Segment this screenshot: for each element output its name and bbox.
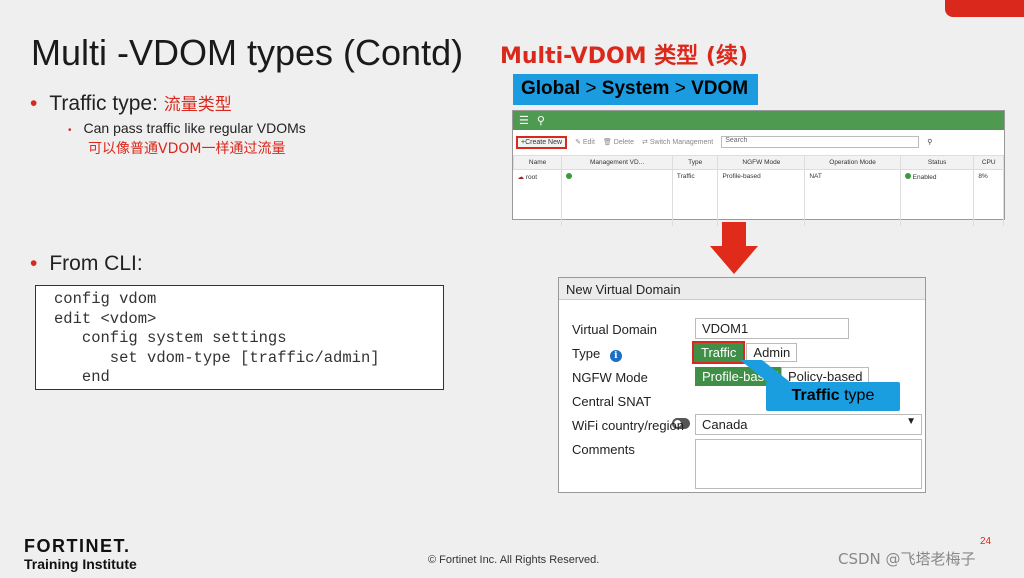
type-traffic-option[interactable]: Traffic bbox=[691, 341, 746, 364]
edit-button[interactable]: ✎ Edit bbox=[575, 139, 595, 146]
gui-toolbar: +Create New ✎ Edit 🗑 Delete ⇄ Switch Man… bbox=[513, 133, 1004, 151]
status-ok-icon bbox=[904, 172, 911, 179]
cell-type: Traffic bbox=[672, 169, 719, 184]
cell-name-text: root bbox=[525, 173, 538, 181]
cell-management bbox=[561, 169, 673, 184]
sub-bullet-cn: 可以像普通VDOM一样通过流量 bbox=[88, 141, 286, 157]
col-status[interactable]: Status bbox=[899, 155, 975, 170]
watermark: CSDN @飞塔老梅子 bbox=[838, 550, 976, 568]
cli-line: set vdom-type [traffic/admin] bbox=[54, 348, 380, 367]
type-label: Type i bbox=[572, 346, 622, 362]
delete-button[interactable]: 🗑 Delete bbox=[602, 139, 635, 146]
dialog-title: New Virtual Domain bbox=[559, 278, 925, 300]
down-arrow-icon bbox=[710, 222, 758, 274]
new-virtual-domain-dialog: New Virtual Domain Virtual Domain VDOM1 … bbox=[558, 277, 926, 493]
cell-operation: NAT bbox=[804, 169, 901, 184]
switch-management-label: Switch Management bbox=[649, 139, 714, 146]
check-icon bbox=[566, 172, 573, 179]
callout-bold: Traffic bbox=[791, 387, 840, 404]
delete-label: Delete bbox=[613, 139, 635, 146]
col-operation[interactable]: Operation Mode bbox=[804, 155, 901, 170]
slide-title-cn: Multi-VDOM 类型 (续) bbox=[500, 44, 748, 69]
page-number: 24 bbox=[980, 536, 992, 547]
corner-tab bbox=[945, 0, 1024, 17]
virtual-domain-input[interactable]: VDOM1 bbox=[695, 318, 849, 339]
cli-line: config system settings bbox=[54, 329, 287, 347]
switch-management-button[interactable]: ⇄ Switch Management bbox=[642, 139, 714, 146]
copyright: © Fortinet Inc. All Rights Reserved. bbox=[428, 554, 600, 566]
training-institute-label: Training Institute bbox=[24, 556, 137, 572]
path-separator: > bbox=[674, 78, 686, 99]
bullet-from-cli: • From CLI: bbox=[30, 252, 143, 276]
type-label-text: Type bbox=[572, 346, 601, 361]
slide-title: Multi -VDOM types (Contd) bbox=[31, 32, 464, 73]
table-empty-space bbox=[513, 183, 1004, 226]
col-ngfw[interactable]: NGFW Mode bbox=[717, 155, 806, 170]
type-admin-option[interactable]: Admin bbox=[746, 343, 798, 362]
cell-ngfw: Profile-based bbox=[717, 169, 806, 184]
cell-status-text: Enabled bbox=[912, 173, 937, 181]
create-new-button[interactable]: +Create New bbox=[516, 135, 568, 149]
cell-status: Enabled bbox=[900, 169, 975, 184]
gui-path-banner: Global > System > VDOM bbox=[513, 74, 758, 105]
central-snat-toggle[interactable] bbox=[672, 418, 690, 429]
path-separator: > bbox=[585, 78, 597, 99]
traffic-type-callout: Traffic type bbox=[766, 382, 900, 411]
table-row[interactable]: ☁ root Traffic Profile-based NAT Enabled… bbox=[513, 169, 1004, 184]
vdom-list-panel: ☰ ⚲ +Create New ✎ Edit 🗑 Delete ⇄ Switch… bbox=[512, 110, 1005, 226]
chevron-down-icon: ▼ bbox=[906, 416, 916, 427]
sub-bullet: • Can pass traffic like regular VDOMs bbox=[68, 120, 306, 136]
cli-line: edit <vdom> bbox=[54, 309, 157, 328]
sub-bullet-text: Can pass traffic like regular VDOMs bbox=[83, 120, 306, 136]
cli-line: end bbox=[54, 368, 110, 386]
table-header-row: Name Management VD... Type NGFW Mode Ope… bbox=[512, 155, 1004, 170]
bullet-label: Traffic type: bbox=[49, 92, 158, 115]
edit-label: Edit bbox=[582, 139, 595, 146]
type-toggle-group: Traffic Admin bbox=[691, 341, 798, 364]
path-system: System bbox=[601, 78, 670, 99]
wifi-region-label: WiFi country/region bbox=[572, 418, 684, 433]
cli-line: config vdom bbox=[54, 290, 157, 308]
vdom-table: Name Management VD... Type NGFW Mode Ope… bbox=[512, 155, 1004, 226]
search-icon[interactable]: ⚲ bbox=[927, 139, 933, 146]
bullet-traffic-type: • Traffic type: 流量类型 bbox=[30, 90, 232, 116]
search-icon[interactable]: ⚲ bbox=[536, 115, 545, 127]
path-vdom: VDOM bbox=[691, 78, 749, 99]
sub-bullet-dot: • bbox=[68, 125, 72, 136]
cell-name: ☁ root bbox=[513, 169, 563, 184]
comments-label: Comments bbox=[572, 442, 635, 457]
plus-icon: + bbox=[521, 138, 526, 146]
col-management[interactable]: Management VD... bbox=[561, 155, 673, 170]
gui-topbar: ☰ ⚲ bbox=[513, 111, 1004, 130]
comments-textarea[interactable] bbox=[695, 439, 922, 489]
ngfw-mode-label: NGFW Mode bbox=[572, 370, 648, 385]
callout-pointer bbox=[740, 360, 790, 384]
cell-cpu: 8% bbox=[973, 169, 1004, 184]
menu-icon[interactable]: ☰ bbox=[519, 115, 529, 127]
path-global: Global bbox=[521, 78, 581, 99]
bullet-dot: • bbox=[30, 252, 38, 275]
vdom-icon: ☁ bbox=[517, 173, 525, 181]
create-new-label: Create New bbox=[525, 138, 563, 146]
fortinet-logo: FORTINET. bbox=[24, 536, 131, 556]
cli-code-box: config vdom edit <vdom> config system se… bbox=[35, 285, 444, 390]
wifi-region-value: Canada bbox=[702, 417, 748, 432]
bullet-dot: • bbox=[30, 92, 38, 115]
col-name[interactable]: Name bbox=[512, 155, 563, 170]
callout-rest: type bbox=[844, 387, 875, 404]
col-type[interactable]: Type bbox=[671, 155, 719, 170]
wifi-region-select[interactable]: Canada ▼ bbox=[695, 414, 922, 435]
bullet-label-cn: 流量类型 bbox=[163, 95, 232, 115]
virtual-domain-label: Virtual Domain bbox=[572, 322, 658, 337]
col-cpu[interactable]: CPU bbox=[973, 155, 1004, 170]
central-snat-label: Central SNAT bbox=[572, 394, 652, 409]
search-input[interactable]: Search bbox=[721, 136, 920, 148]
info-icon[interactable]: i bbox=[609, 350, 622, 362]
bullet-label: From CLI: bbox=[49, 252, 143, 275]
